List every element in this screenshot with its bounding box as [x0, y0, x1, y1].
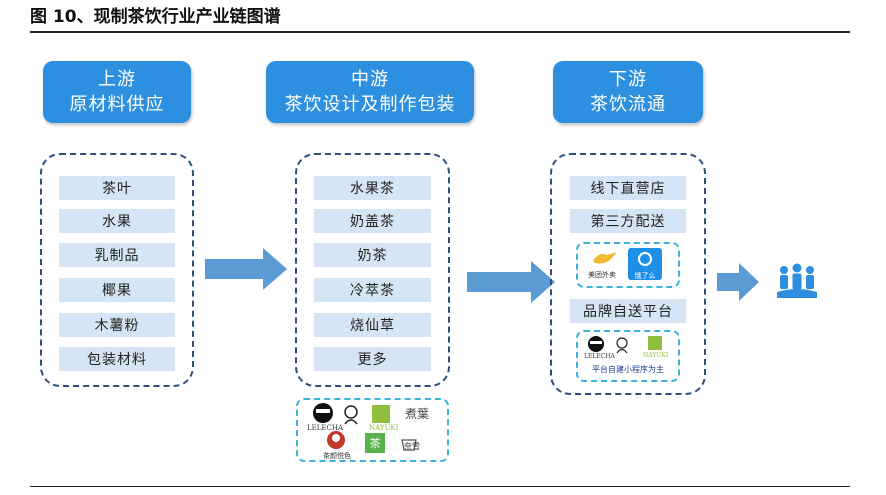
downstream-item: 品牌自送平台: [570, 299, 686, 323]
upstream-item: 水果: [59, 209, 175, 233]
midstream-group: [295, 153, 450, 387]
meituan-logo-icon: [593, 252, 617, 264]
upstream-item: 乳制品: [59, 243, 175, 267]
eleme-logo-icon: 饿了么: [628, 248, 662, 280]
brand-label-naixue: 奈雪: [404, 442, 420, 451]
upstream-item: 包装材料: [59, 347, 175, 371]
midstream-item: 更多: [314, 347, 431, 371]
consumers-icon: [777, 263, 817, 298]
midstream-header-line1: 中游: [351, 69, 389, 90]
tea-character-logo-icon: [344, 405, 358, 425]
tea-character-logo-icon: [616, 337, 628, 354]
flow-arrow-icon: [205, 248, 287, 290]
downstream-header-line2: 茶饮流通: [590, 94, 666, 115]
top-rule: [30, 31, 850, 33]
figure-title: 图 10、现制茶饮行业产业链图谱: [30, 7, 281, 27]
downstream-group: [550, 153, 706, 395]
upstream-header: 上游 原材料供应: [43, 61, 191, 123]
midstream-item: 冷萃茶: [314, 278, 431, 302]
nayuki-logo-icon: [648, 336, 662, 350]
midstream-item: 奶盖茶: [314, 209, 431, 233]
midstream-item: 水果茶: [314, 176, 431, 200]
flow-arrow-icon: [467, 261, 555, 303]
platform-brand-group: [576, 330, 680, 382]
upstream-header-line2: 原材料供应: [69, 94, 165, 115]
upstream-item: 茶叶: [59, 176, 175, 200]
app-label-eleme: 饿了么: [634, 272, 656, 280]
brand-label-zhuye: 煮葉: [405, 407, 430, 421]
downstream-header-line1: 下游: [609, 69, 647, 90]
brand-label-nayuki: NAYUKI: [369, 424, 399, 432]
upstream-item: 椰果: [59, 278, 175, 302]
app-label-meituan: 美团外卖: [588, 271, 616, 279]
midstream-brand-group: [296, 398, 449, 462]
platform-note: 平台自建小程序为主: [592, 365, 664, 374]
chayan-logo-icon: [327, 431, 345, 449]
midstream-header-line2: 茶饮设计及制作包装: [284, 94, 456, 115]
brand-label-lelecha: LELECHA: [307, 424, 344, 432]
upstream-header-line1: 上游: [98, 69, 136, 90]
cup-brand-logo-icon: [401, 439, 417, 451]
midstream-item: 烧仙草: [314, 313, 431, 337]
midstream-header: 中游 茶饮设计及制作包装: [266, 61, 474, 123]
brand-label-chayan: 茶颜悦色: [323, 452, 351, 460]
lelecha-logo-icon: [313, 403, 333, 423]
delivery-apps-group: [576, 242, 680, 288]
brand-label-cha: 茶: [369, 437, 381, 450]
flow-arrow-icon: [717, 263, 759, 301]
platform-label-nayuki: NAYUKI: [643, 352, 669, 359]
nayuki-logo-icon: [372, 405, 390, 423]
lelecha-logo-icon: [588, 336, 604, 352]
upstream-item: 木薯粉: [59, 313, 175, 337]
bottom-rule: [30, 486, 850, 487]
downstream-item: 线下直营店: [570, 176, 686, 200]
platform-label-lelecha: LELECHA: [584, 353, 615, 360]
green-tea-logo-icon: 茶: [365, 433, 385, 453]
downstream-header: 下游 茶饮流通: [553, 61, 703, 123]
upstream-group: [40, 153, 194, 387]
midstream-item: 奶茶: [314, 243, 431, 267]
downstream-item: 第三方配送: [570, 209, 686, 233]
